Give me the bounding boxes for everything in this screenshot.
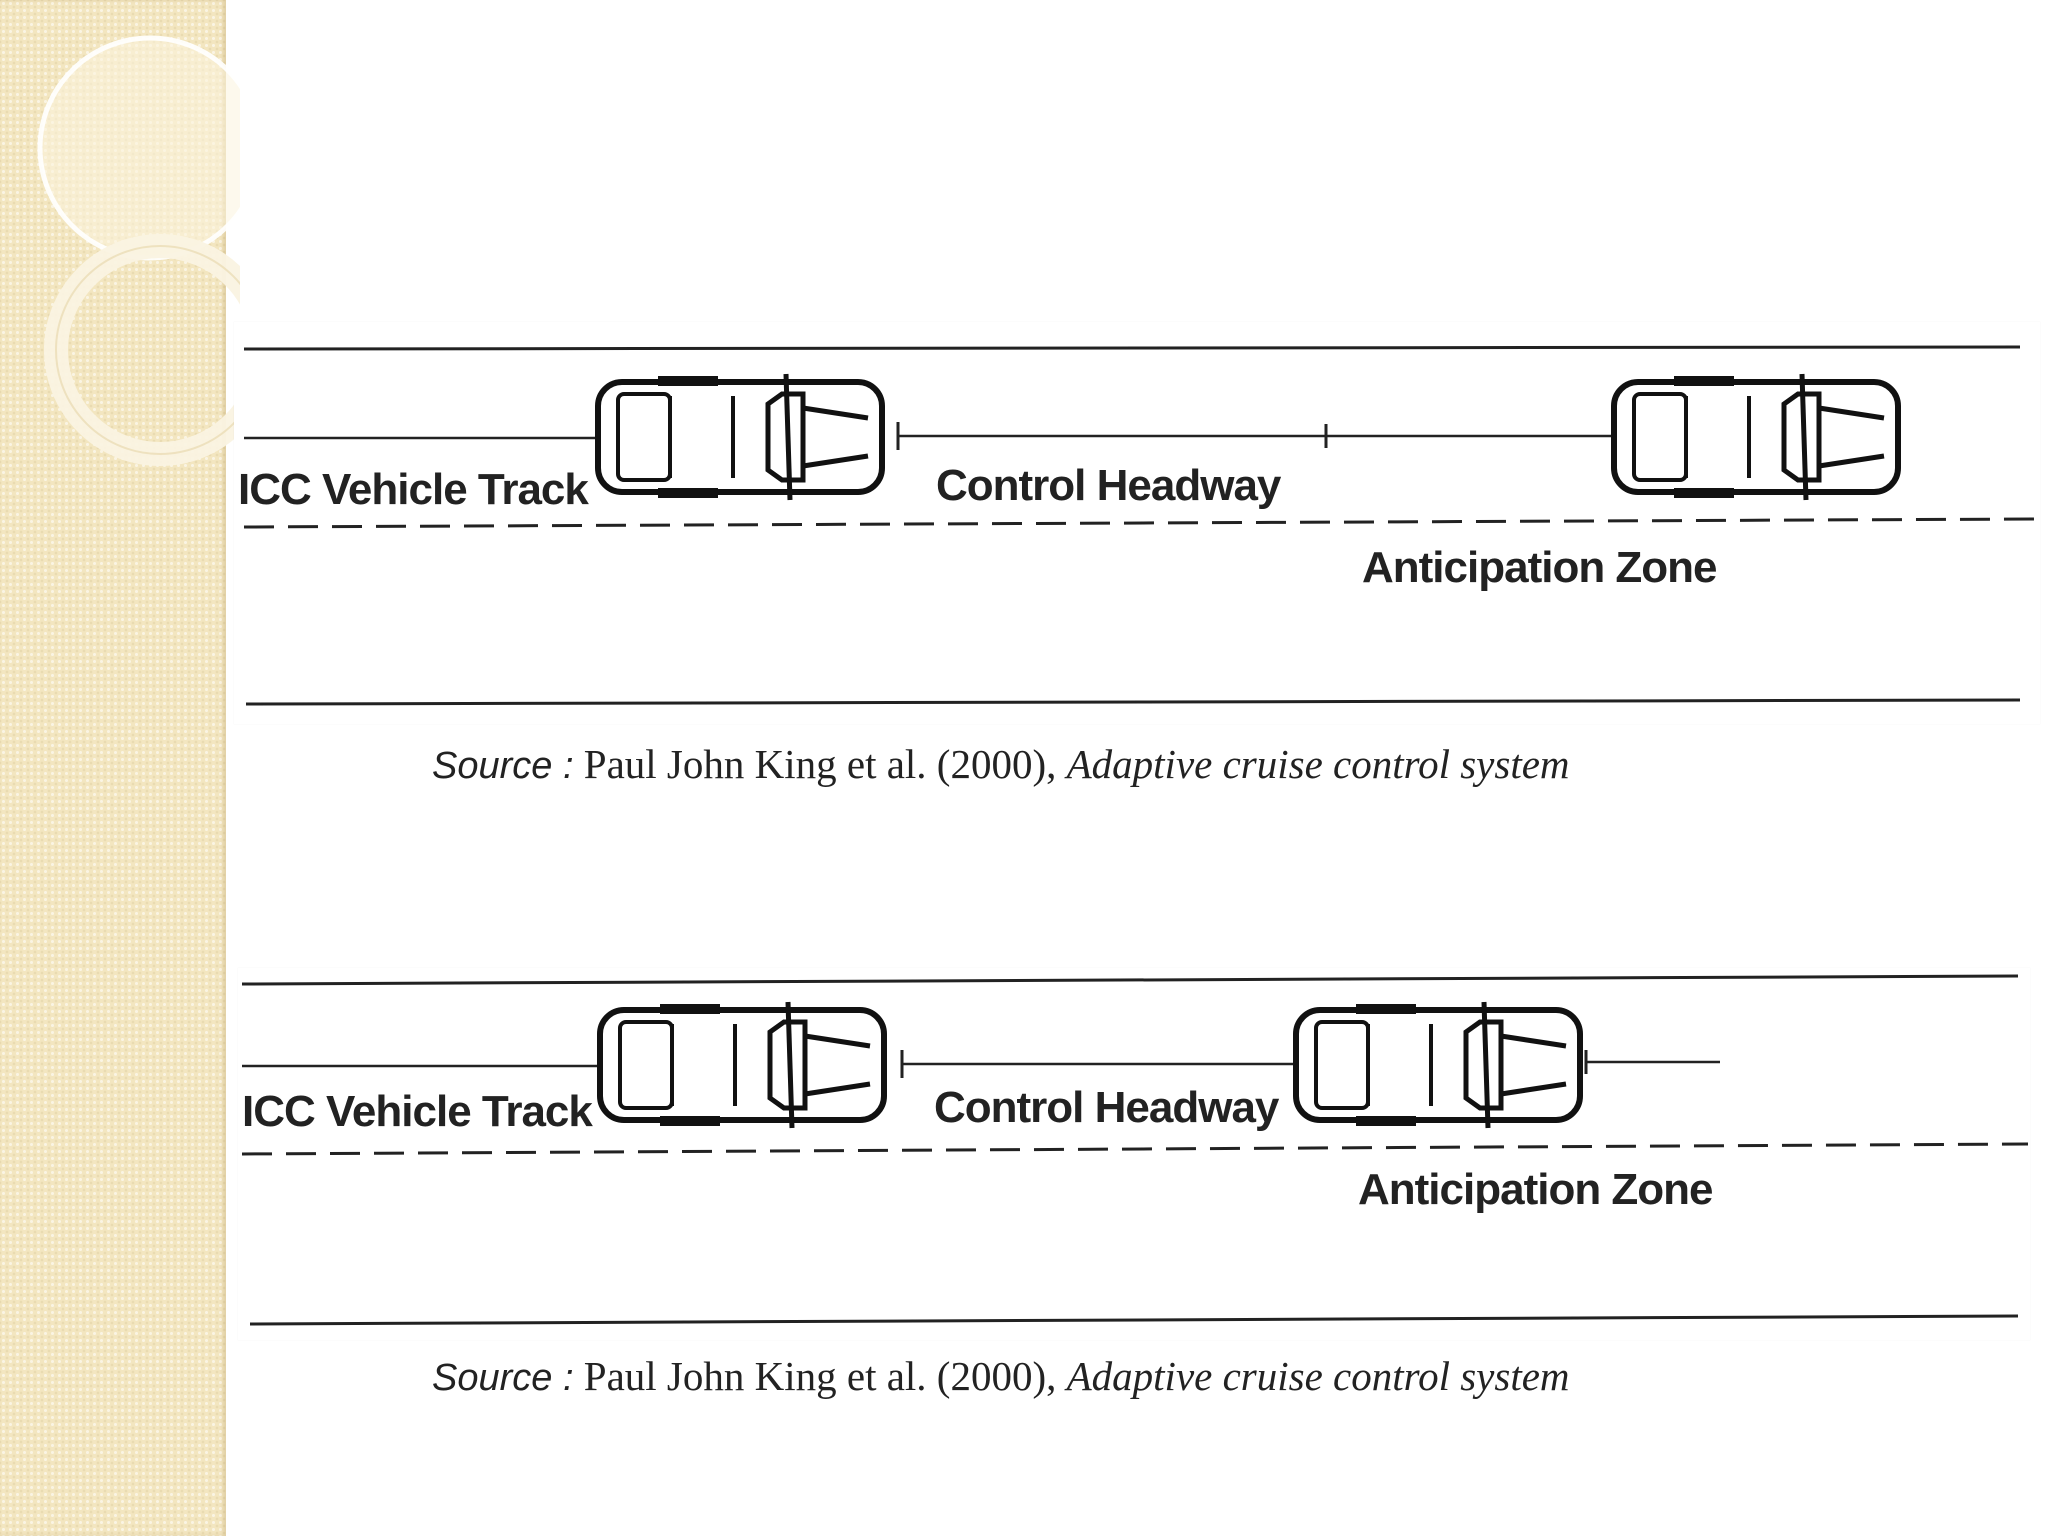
road-markings — [241, 974, 2029, 1326]
headway-label: Control Headway — [936, 461, 1282, 510]
source-title: Adaptive cruise control system — [1066, 1353, 1570, 1399]
source-citation-2: Source : Paul John King et al. (2000), A… — [432, 1352, 1992, 1400]
zone-label: Anticipation Zone — [1358, 1165, 1713, 1214]
decorative-rings — [37, 35, 240, 466]
source-prefix: Source : — [432, 1357, 574, 1399]
control-headway-marker — [900, 1050, 1296, 1078]
figure-1: ICC Vehicle Track Control Headway Antici… — [234, 322, 2040, 724]
source-authors: Paul John King et al. (2000), — [583, 1353, 1057, 1399]
track-label: ICC Vehicle Track — [238, 465, 589, 514]
icc-vehicle-icon — [595, 373, 885, 501]
lead-extension-marker — [1584, 1050, 1720, 1074]
diagram-1-drawing: ICC Vehicle Track Control Headway Antici… — [238, 345, 2035, 706]
figure-2: ICC Vehicle Track Control Headway Antici… — [238, 968, 2030, 1340]
road-markings — [243, 345, 2035, 706]
lead-vehicle-icon — [1611, 373, 1901, 501]
source-title: Adaptive cruise control system — [1066, 741, 1570, 787]
diagram-2-drawing: ICC Vehicle Track Control Headway Antici… — [241, 974, 2029, 1326]
lead-vehicle-icon — [1293, 1001, 1583, 1129]
source-authors: Paul John King et al. (2000), — [583, 741, 1057, 787]
zone-label: Anticipation Zone — [1362, 543, 1717, 592]
icc-vehicle-icon — [597, 1001, 887, 1129]
track-label: ICC Vehicle Track — [242, 1087, 593, 1136]
control-headway-marker — [896, 422, 1614, 450]
source-prefix: Source : — [432, 745, 574, 787]
source-citation-1: Source : Paul John King et al. (2000), A… — [432, 740, 1992, 788]
headway-label: Control Headway — [934, 1083, 1280, 1132]
